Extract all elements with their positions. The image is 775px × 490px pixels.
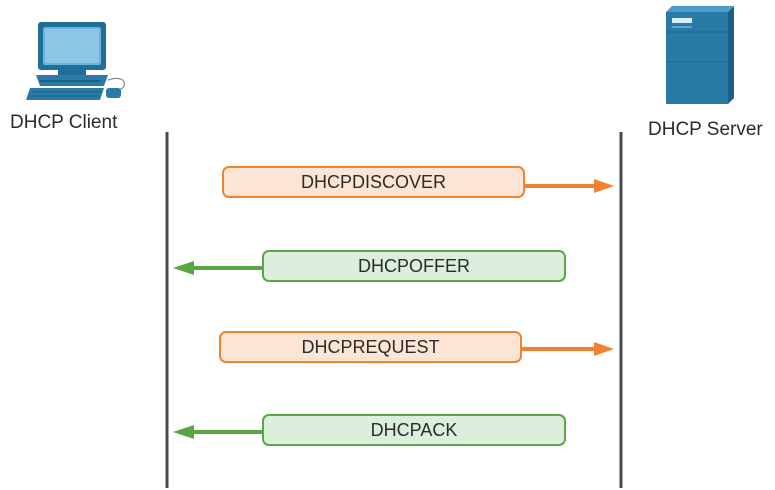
client-label: DHCP Client <box>10 112 118 133</box>
message-dhcpoffer: DHCPOFFER <box>262 250 566 282</box>
message-dhcpack: DHCPACK <box>262 414 566 446</box>
server-tower-icon <box>666 6 734 104</box>
request-arrow <box>522 342 614 356</box>
ack-arrow <box>173 425 262 439</box>
message-dhcprequest: DHCPREQUEST <box>219 331 522 363</box>
offer-arrow <box>173 261 262 275</box>
desktop-computer-icon <box>26 22 125 100</box>
discover-arrow <box>525 179 614 193</box>
message-dhcpdiscover: DHCPDISCOVER <box>222 166 525 198</box>
server-label: DHCP Server <box>648 119 763 140</box>
